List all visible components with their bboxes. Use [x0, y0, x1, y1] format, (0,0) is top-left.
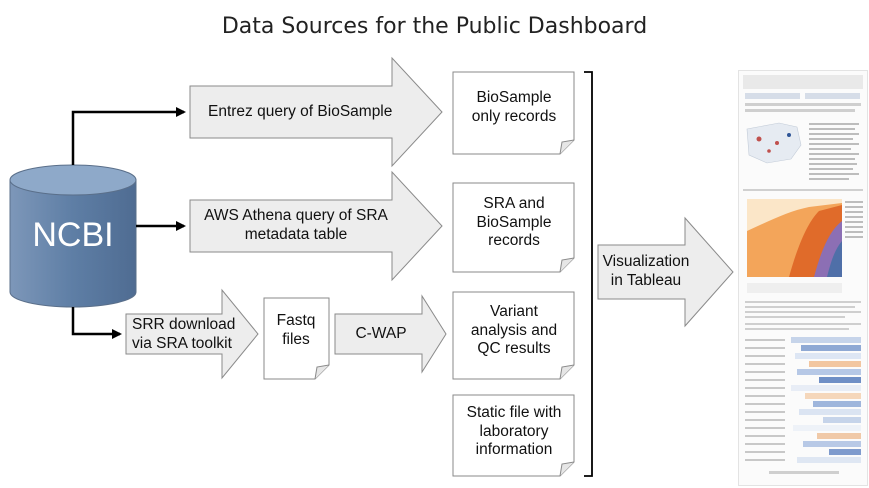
athena-query-label: AWS Athena query of SRA metadata table: [204, 207, 388, 243]
connector-srr: [71, 307, 122, 339]
connector-entrez: [71, 107, 186, 165]
fastq-files-label: Fastq files: [276, 312, 316, 348]
arrow-visualization: [597, 216, 734, 328]
arrow-srr: [125, 288, 259, 380]
connectors: [71, 107, 186, 339]
doc-static-label: Static file with laboratory information: [466, 404, 562, 459]
diagram-title: Data Sources for the Public Dashboard: [221, 14, 648, 39]
srr-download-label: SRR download via SRA toolkit: [132, 316, 236, 352]
doc-sra-biosample-label: SRA and BioSample records: [476, 195, 552, 250]
arrow-entrez: [189, 56, 443, 168]
arrow-cwap: [334, 294, 447, 374]
doc-variant-label: Variant analysis and QC results: [470, 303, 558, 358]
ncbi-label: NCBI: [32, 215, 114, 254]
dashboard-thumbnail: [738, 70, 868, 486]
entrez-query-label: Entrez query of BioSample: [208, 102, 393, 120]
doc-biosample-label: BioSample only records: [471, 89, 557, 125]
dashboard-thumbnail-image: [743, 75, 863, 474]
ncbi-database: [9, 164, 137, 308]
visualization-label: Visualization in Tableau: [602, 253, 690, 289]
cwap-label: C-WAP: [355, 324, 407, 342]
arrow-athena: [189, 170, 443, 282]
bracket: [584, 71, 593, 477]
